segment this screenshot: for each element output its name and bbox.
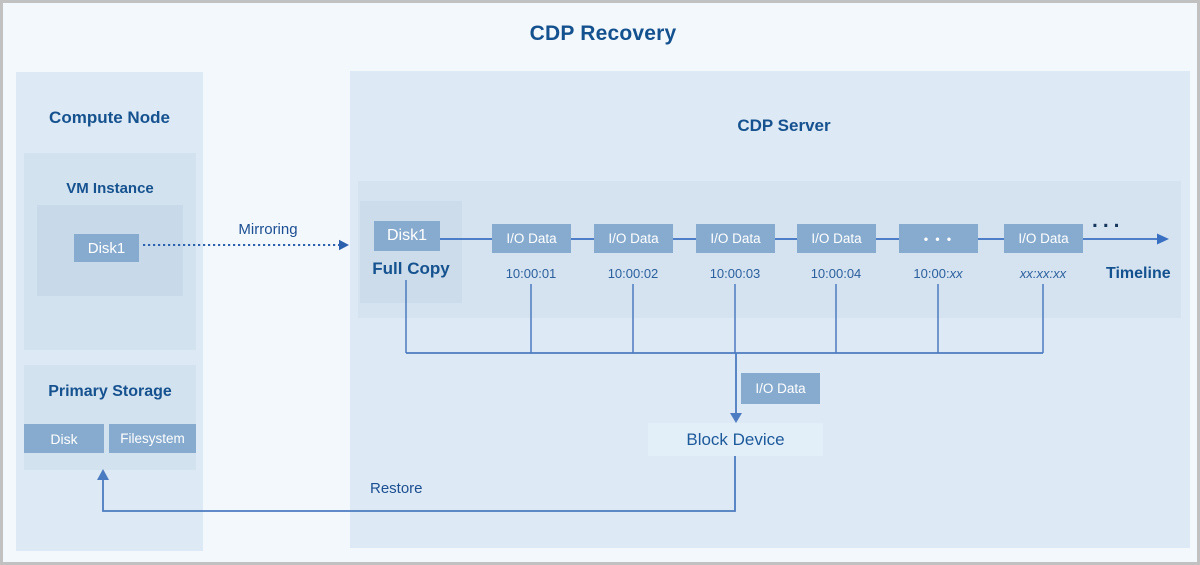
full-copy-label: Full Copy: [372, 259, 450, 278]
replay-io-data-chip: I/O Data: [741, 373, 820, 404]
block-device-box: Block Device: [648, 423, 823, 456]
restore-arrowhead-icon: [97, 469, 109, 480]
timeline-continuation-dots: ...: [1092, 209, 1125, 232]
replay-arrowhead-icon: [730, 413, 742, 423]
cdp-server-heading: CDP Server: [737, 116, 831, 135]
restore-label: Restore: [370, 480, 423, 497]
timeline-arrowhead-icon: [1157, 233, 1169, 245]
io-data-chip: I/O Data: [797, 224, 876, 253]
io-data-chip: I/O Data: [1004, 224, 1083, 253]
diagram-title: CDP Recovery: [529, 22, 677, 45]
restore-path-line: [102, 456, 736, 512]
timeline-event-time: 10:00:03: [709, 266, 761, 281]
timeline-label: Timeline: [1106, 265, 1171, 282]
timeline-event-time: 10:00:02: [607, 266, 659, 281]
mirroring-arrowhead-icon: [339, 239, 349, 251]
io-data-chip: I/O Data: [696, 224, 775, 253]
io-data-ellipsis-chip: • • •: [899, 224, 978, 253]
primary-filesystem-chip: Filesystem: [109, 424, 196, 453]
primary-disk-chip: Disk: [24, 424, 104, 453]
timeline-event-time: xx:xx:xx: [1019, 266, 1067, 281]
io-data-chip: I/O Data: [492, 224, 571, 253]
vm-disk1-chip: Disk1: [74, 234, 139, 262]
timeline-event-time: 10:00:xx: [913, 266, 963, 281]
cdp-disk1-chip: Disk1: [374, 221, 440, 251]
timeline-event-time: 10:00:01: [505, 266, 557, 281]
vm-instance-heading: VM Instance: [66, 180, 154, 197]
primary-storage-heading: Primary Storage: [48, 383, 172, 400]
compute-node-heading: Compute Node: [49, 108, 170, 127]
connector-lines: [97, 233, 1169, 512]
mirroring-label: Mirroring: [238, 221, 298, 238]
io-data-chip: I/O Data: [594, 224, 673, 253]
full-copy-block: [360, 201, 462, 303]
timeline-event-time: 10:00:04: [810, 266, 862, 281]
